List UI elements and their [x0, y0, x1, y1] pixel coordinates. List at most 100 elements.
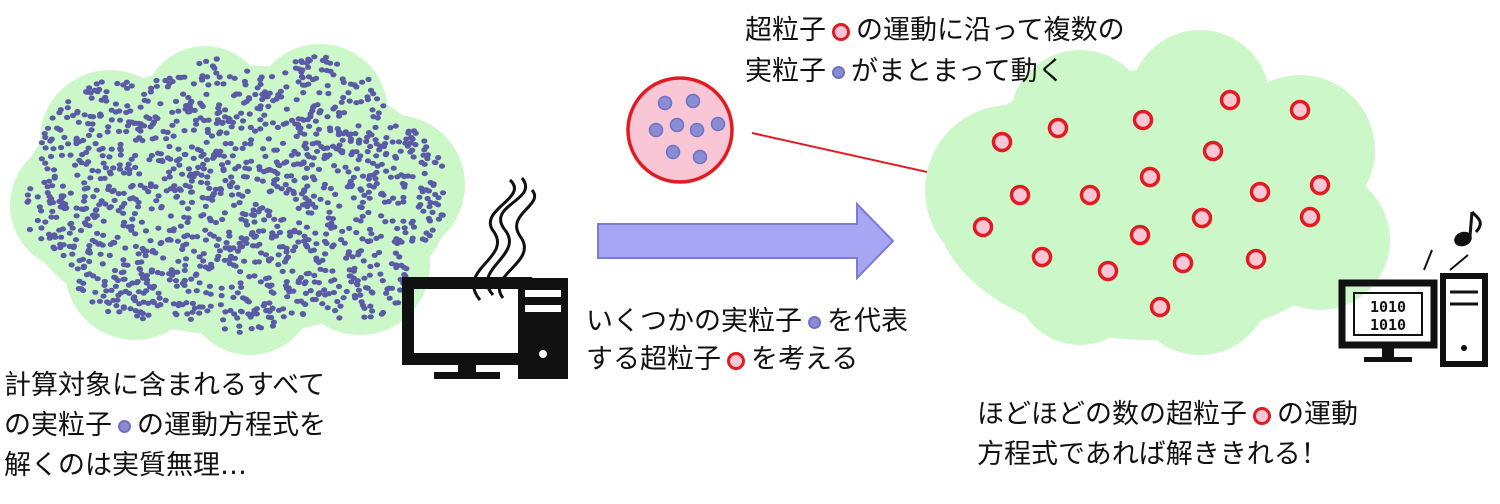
- real-particle: [199, 77, 206, 83]
- real-particle: [303, 165, 311, 171]
- real-particle: [258, 250, 265, 256]
- real-particle: [97, 176, 104, 182]
- real-particle: [74, 266, 81, 272]
- real-particle: [193, 271, 200, 277]
- real-particle: [175, 74, 182, 80]
- real-particle: [50, 146, 57, 152]
- real-particle: [292, 59, 299, 65]
- real-particle: [51, 173, 58, 179]
- real-particle: [129, 280, 136, 286]
- real-particle: [74, 108, 81, 115]
- real-particle: [124, 85, 131, 91]
- real-particle: [111, 267, 119, 274]
- real-particle: [120, 170, 128, 176]
- real-particle: [370, 114, 377, 120]
- real-particle: [52, 234, 59, 240]
- real-particle: [93, 81, 100, 87]
- real-particle: [412, 130, 419, 136]
- real-particle: [184, 311, 191, 317]
- real-particle: [312, 230, 319, 236]
- real-particle: [335, 283, 343, 290]
- real-particle: [121, 276, 128, 282]
- real-particle: [167, 156, 174, 162]
- super-particle: [1129, 224, 1151, 246]
- real-particle: [132, 231, 139, 237]
- real-particle: [311, 54, 318, 60]
- real-particle: [297, 125, 304, 131]
- real-particle: [80, 198, 88, 204]
- left-caption-line-3: 解くのは実質無理…: [4, 450, 247, 481]
- real-particle: [435, 216, 442, 222]
- real-particle: [147, 89, 154, 95]
- real-particle: [129, 216, 136, 222]
- real-particle: [211, 154, 218, 160]
- real-particle: [261, 89, 269, 95]
- real-particle: [100, 232, 107, 238]
- real-particle: [197, 263, 204, 269]
- real-particle: [378, 213, 385, 219]
- super-particle: [1172, 252, 1194, 274]
- real-particle: [341, 240, 348, 246]
- top-caption-line-1: 超粒子の運動に沿って複数の: [745, 14, 1125, 48]
- real-particle: [246, 274, 253, 280]
- real-particle: [369, 308, 376, 314]
- real-particle: [38, 225, 45, 231]
- real-particle: [266, 189, 273, 195]
- super-particle-icon: [832, 22, 850, 41]
- real-particle-icon: [832, 66, 845, 79]
- real-particle: [219, 120, 226, 126]
- real-particle: [302, 242, 310, 248]
- real-particle: [426, 218, 434, 224]
- real-particle: [173, 118, 180, 124]
- real-particle: [158, 203, 165, 210]
- real-particle: [226, 261, 233, 267]
- real-particle: [169, 109, 176, 115]
- real-particle: [422, 237, 429, 243]
- real-particle: [369, 160, 377, 166]
- real-particle: [70, 243, 77, 249]
- real-particle: [268, 282, 275, 288]
- real-particle: [382, 219, 389, 225]
- real-particle: [220, 153, 228, 159]
- real-particle: [191, 305, 198, 311]
- real-particle: [409, 238, 416, 244]
- real-particle: [353, 100, 360, 106]
- real-particle: [401, 272, 408, 278]
- real-particle: [378, 311, 385, 317]
- real-particle: [99, 261, 106, 267]
- real-particle: [190, 127, 197, 133]
- real-particle: [240, 174, 248, 180]
- real-particle: [304, 203, 311, 210]
- real-particle: [239, 118, 247, 124]
- real-particle: [321, 287, 328, 293]
- real-particle: [83, 161, 90, 167]
- real-particle: [371, 252, 378, 258]
- real-particle: [38, 156, 45, 162]
- real-particle: [248, 158, 255, 164]
- real-particle: [359, 173, 367, 179]
- real-particle: [249, 230, 256, 236]
- real-particle: [53, 214, 60, 220]
- real-particle: [190, 81, 197, 87]
- real-particle: [103, 288, 110, 294]
- real-particle: [243, 159, 250, 165]
- real-particle: [340, 295, 347, 301]
- real-particle: [353, 217, 360, 223]
- real-particle: [290, 191, 297, 197]
- real-particle: [200, 166, 207, 172]
- real-particle: [407, 149, 414, 155]
- real-particle: [293, 133, 300, 139]
- real-particle: [200, 212, 207, 218]
- real-particle: [236, 200, 243, 206]
- real-particle: [385, 198, 392, 205]
- real-particle: [422, 187, 430, 193]
- real-particle: [400, 199, 407, 205]
- real-particle: [138, 271, 145, 277]
- real-particle: [393, 155, 400, 161]
- real-particle: [360, 258, 367, 264]
- super-particle: [1097, 260, 1119, 282]
- real-particle: [311, 279, 318, 285]
- real-particle: [435, 195, 442, 201]
